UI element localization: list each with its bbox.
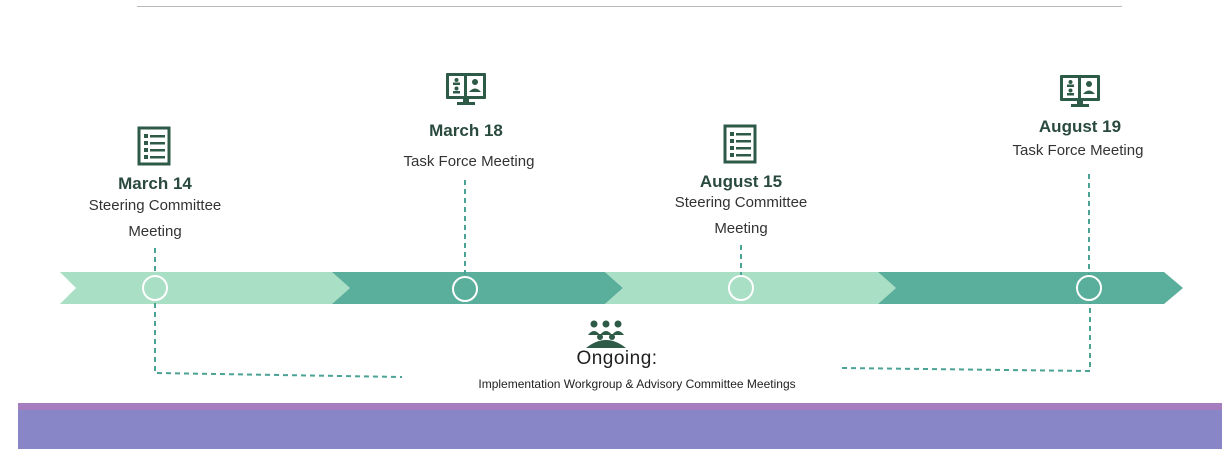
- timeline-segment-3: [605, 272, 896, 304]
- event-date-march-14: March 14: [118, 174, 192, 193]
- ongoing-title: Ongoing:: [576, 348, 658, 369]
- milestone-marker-2: [452, 276, 478, 302]
- event-title-march-14: Steering Committee Meeting: [55, 193, 255, 245]
- milestone-marker-4: [1076, 275, 1102, 301]
- ongoing-bracket-left: [154, 303, 403, 378]
- event-date-august-15: August 15: [699, 172, 783, 191]
- document-list-icon: [723, 124, 757, 164]
- ongoing-bracket-right: [841, 303, 1091, 373]
- event-title-march-18: Task Force Meeting: [369, 149, 569, 175]
- video-conference-icon: [446, 73, 486, 105]
- top-divider: [137, 6, 1122, 7]
- footer-accent-stripe: [18, 403, 1222, 410]
- timeline-segment-4: [878, 272, 1183, 304]
- ongoing-description: Implementation Workgroup & Advisory Comm…: [478, 377, 796, 391]
- event-title-line: Steering Committee: [88, 197, 222, 214]
- event-title-line: Meeting: [714, 220, 768, 237]
- footer-band: [18, 403, 1222, 449]
- event-title-august-19: Task Force Meeting: [978, 138, 1178, 164]
- timeline-segment-1: [60, 272, 350, 304]
- event-title-line: Task Force Meeting: [403, 153, 535, 170]
- document-list-icon: [137, 126, 171, 166]
- event-date-august-19: August 19: [1038, 117, 1122, 136]
- event-title-august-15: Steering Committee Meeting: [641, 190, 841, 242]
- milestone-marker-3: [728, 275, 754, 301]
- milestone-marker-1: [142, 275, 168, 301]
- event-date-march-18: March 18: [429, 121, 503, 140]
- event-title-line: Meeting: [128, 223, 182, 240]
- people-group-icon: [586, 320, 626, 348]
- event-title-line: Task Force Meeting: [1012, 142, 1144, 159]
- video-conference-icon: [1060, 75, 1100, 107]
- event-title-line: Steering Committee: [674, 194, 808, 211]
